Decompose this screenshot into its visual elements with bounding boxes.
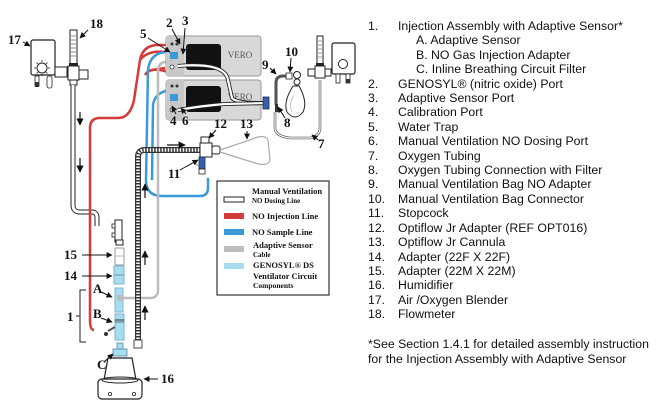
svg-text:Cable: Cable xyxy=(253,251,271,259)
flowmeter-right xyxy=(307,35,332,79)
bracket-item-1 xyxy=(79,289,86,343)
callout-6: 6 xyxy=(182,113,189,128)
no-injection-line xyxy=(88,43,170,332)
callout-17: 17 xyxy=(8,32,22,47)
parts-list-subitem: B. NO Gas Injection Adapter xyxy=(416,47,571,62)
vero-device-bottom: VERO xyxy=(165,79,262,121)
callout-3: 3 xyxy=(182,13,189,28)
humidifier xyxy=(97,357,143,400)
flowmeter-left xyxy=(67,29,89,86)
callouts: 17 18 2 3 5 4 6 7 8 9 10 11 12 13 15 14 … xyxy=(8,13,325,386)
parts-list-item: 7.Oxygen Tubing xyxy=(368,148,481,163)
parts-list-subitem: A. Adaptive Sensor xyxy=(416,33,521,48)
legend-item-circuit-components: GENOSYL® DS Ventilator Circuit Component… xyxy=(224,260,317,290)
callout-5: 5 xyxy=(140,26,147,41)
svg-text:Ventilator Circuit: Ventilator Circuit xyxy=(253,271,317,281)
callout-12: 12 xyxy=(214,116,227,131)
legend-item-manual-ventilation: Manual Ventilation NO Dosing Line xyxy=(223,186,322,205)
callout-16: 16 xyxy=(161,371,175,386)
parts-list-item: 4.Calibration Port xyxy=(368,105,483,120)
parts-list-item: 3.Adaptive Sensor Port xyxy=(368,91,515,106)
inline-filter xyxy=(112,342,128,357)
device-brand: VERO xyxy=(228,50,253,60)
callout-10: 10 xyxy=(285,44,298,59)
parts-list-item: 16.Humidifier xyxy=(368,278,454,293)
callout-A: A xyxy=(93,281,103,296)
parts-list-item: 5.Water Trap xyxy=(368,119,459,134)
adapter-22f xyxy=(113,265,125,285)
adaptive-sensor-cable xyxy=(115,60,167,300)
callout-B: B xyxy=(93,306,102,321)
callout-11: 11 xyxy=(168,166,180,181)
parts-list-item: 14.Adapter (22F X 22F) xyxy=(368,249,511,264)
svg-text:Adaptive Sensor: Adaptive Sensor xyxy=(253,240,313,250)
air-oxygen-blender-right xyxy=(331,42,356,84)
legend-item-no-sample: NO Sample Line xyxy=(224,227,313,237)
parts-list-item: 11.Stopcock xyxy=(368,206,449,221)
adapter-22m xyxy=(114,247,125,266)
no-sample-line xyxy=(144,50,210,198)
svg-text:NO Injection Line: NO Injection Line xyxy=(252,211,318,221)
adaptive-sensor xyxy=(114,287,124,313)
callout-1: 1 xyxy=(67,309,74,324)
parts-list-item: 15.Adapter (22M X 22M) xyxy=(368,263,516,278)
parts-list-item: 6.Manual Ventilation NO Dosing Port xyxy=(368,134,589,149)
svg-text:NO Sample Line: NO Sample Line xyxy=(252,227,313,237)
device-brand: VERO xyxy=(228,92,253,102)
manual-ventilation-bag-assembly xyxy=(262,71,306,118)
callout-15: 15 xyxy=(64,247,78,262)
parts-list-item: 10.Manual Ventilation Bag Connector xyxy=(368,191,584,206)
svg-text:Components: Components xyxy=(253,281,294,290)
svg-text:GENOSYL® DS: GENOSYL® DS xyxy=(253,260,314,270)
parts-list-item: 8.Oxygen Tubing Connection with Filter xyxy=(368,163,603,178)
legend-item-no-injection: NO Injection Line xyxy=(224,211,318,221)
parts-list-item: 2.GENOSYL® (nitric oxide) Port xyxy=(368,76,563,91)
vero-device-top: VERO xyxy=(165,35,262,77)
legend: Manual Ventilation NO Dosing Line NO Inj… xyxy=(216,180,330,296)
callout-7: 7 xyxy=(318,136,325,151)
callout-2: 2 xyxy=(166,15,173,30)
callout-9: 9 xyxy=(262,57,269,72)
callout-8: 8 xyxy=(284,115,291,130)
parts-list-item: 18.Flowmeter xyxy=(368,307,456,322)
stopcock xyxy=(187,156,206,175)
callout-C: C xyxy=(97,357,106,372)
footnote: *See Section 1.4.1 for detailed assembly… xyxy=(368,337,649,366)
optiflow-adapter xyxy=(199,136,221,158)
parts-list: 1. Injection Assembly with Adaptive Sens… xyxy=(368,19,660,322)
parts-list-item: 12.Optiflow Jr Adapter (REF OPT016) xyxy=(368,220,588,235)
parts-list-item: 9.Manual Ventilation Bag NO Adapter xyxy=(368,177,592,192)
no-gas-injection-adapter xyxy=(104,313,125,341)
parts-list-item: 13.Optiflow Jr Cannula xyxy=(368,235,506,250)
callout-18: 18 xyxy=(90,16,104,31)
legend-item-sensor-cable: Adaptive Sensor Cable xyxy=(224,240,313,259)
gray-connector xyxy=(111,219,124,246)
parts-list-subitem: C. Inline Breathing Circuit Filter xyxy=(416,62,587,77)
callout-4: 4 xyxy=(170,113,177,128)
callout-13: 13 xyxy=(240,116,254,131)
parts-list-item: 1. Injection Assembly with Adaptive Sens… xyxy=(368,19,623,33)
optiflow-cannula xyxy=(219,135,271,166)
svg-text:NO Dosing Line: NO Dosing Line xyxy=(252,197,300,205)
oxygen-tube-to-humidifier xyxy=(70,85,100,226)
air-oxygen-blender-left xyxy=(30,39,68,89)
svg-text:Manual Ventilation: Manual Ventilation xyxy=(252,186,322,196)
parts-list-item: 17.Air /Oxygen Blender xyxy=(368,292,509,307)
callout-14: 14 xyxy=(64,268,78,283)
